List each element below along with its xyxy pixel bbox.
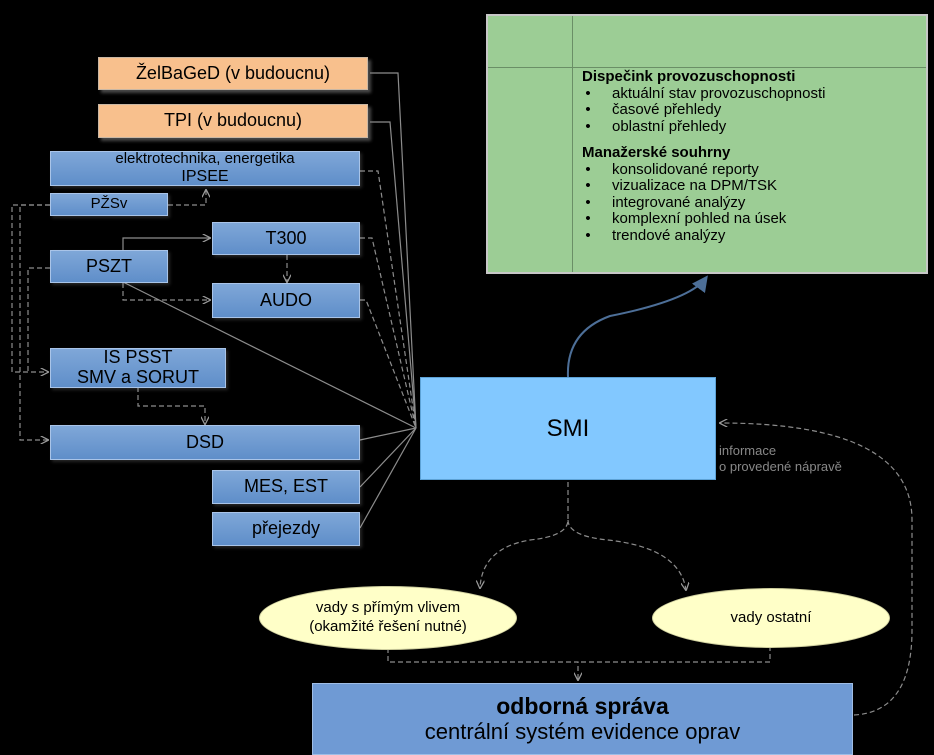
smv-sorut-label: SMV a SORUT [76,367,200,387]
other-defects-ellipse: vady ostatní [652,588,890,648]
tpi-label: TPI (v budoucnu) [163,110,303,131]
panel-divider-horizontal [488,67,926,68]
is-psst-label: IS PSST [103,347,173,368]
pzsv-label: PŽSv [90,195,128,213]
summary-list: konsolidované reporty vizualizace na DPM… [582,161,927,245]
maintenance-subtitle: centrální systém evidence oprav [424,718,741,744]
audo-label: AUDO [259,289,312,310]
other-defects-label: vady ostatní [730,608,812,626]
maintenance-title: odborná správa [496,693,669,720]
direct-defects-ellipse: vady s přímým vlivem (okamžité řešení nu… [259,586,517,650]
dsd-label: DSD [185,431,224,452]
smi-label: SMI [546,414,590,442]
zelbaged-label: ŽelBaGeD (v budoucnu) [135,62,331,83]
prejezdy-box: přejezdy [212,512,360,546]
ipsee-label: IPSEE [181,167,229,185]
direct-defects-line2: (okamžité řešení nutné) [309,618,467,635]
smi-box: SMI [420,377,716,480]
dispatch-list: aktuální stav provozuschopnosti časové p… [582,85,927,136]
t300-label: T300 [265,227,307,248]
list-item: trendové analýzy [582,227,927,245]
elektrotechnika-label: elektrotechnika, energetika [115,150,295,168]
mes-est-box: MES, EST [212,470,360,504]
pszt-box: PSZT [50,250,168,283]
dispatch-panel-content: Dispečink provozuschopnosti aktuální sta… [582,68,927,254]
feedback-label: informace o provedené nápravě [719,443,842,475]
is-psst-box: IS PSST SMV a SORUT [50,347,226,388]
list-item: komplexní pohled na úsek [582,210,927,228]
dsd-box: DSD [50,425,360,460]
mes-est-label: MES, EST [243,476,328,497]
list-item: časové přehledy [582,101,927,119]
pzsv-box: PŽSv [50,193,168,216]
audo-box: AUDO [212,283,360,318]
feedback-label-line1: informace [719,443,777,458]
section-summary-title: Manažerské souhrny [582,144,731,161]
feedback-label-line2: o provedené nápravě [719,459,842,474]
section-dispatch-title: Dispečink provozuschopnosti [582,68,796,85]
dispatch-panel: Dispečink provozuschopnosti aktuální sta… [486,14,928,274]
pszt-label: PSZT [85,255,132,276]
panel-divider-vertical [572,16,573,272]
list-item: oblastní přehledy [582,118,927,136]
list-item: integrované analýzy [582,194,927,212]
direct-defects-line1: vady s přímým vlivem [315,599,461,617]
tpi-box: TPI (v budoucnu) [98,104,368,138]
list-item: vizualizace na DPM/TSK [582,177,927,195]
t300-box: T300 [212,222,360,255]
prejezdy-label: přejezdy [251,518,321,539]
maintenance-box: odborná správa centrální systém evidence… [312,683,853,755]
zelbaged-box: ŽelBaGeD (v budoucnu) [98,57,368,90]
list-item: konsolidované reporty [582,161,927,179]
list-item: aktuální stav provozuschopnosti [582,85,927,103]
elektrotechnika-box: elektrotechnika, energetika IPSEE [50,151,360,186]
